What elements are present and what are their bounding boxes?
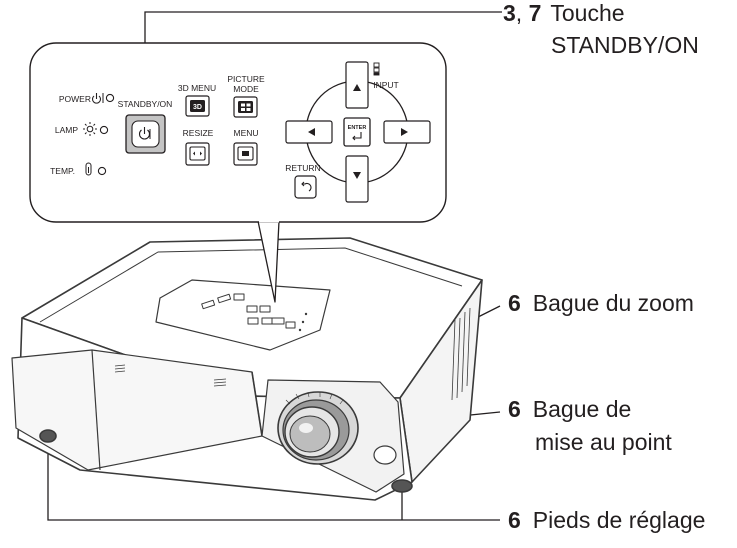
arrow-up-icon [353, 84, 361, 91]
return-icon [301, 181, 312, 192]
indicator-power: POWER [59, 93, 115, 104]
down-button[interactable] [345, 155, 369, 203]
power-led [105, 93, 115, 103]
indicator-lamp: LAMP [55, 122, 109, 136]
svg-text:LAMP: LAMP [55, 125, 78, 135]
svg-text:TEMP.: TEMP. [50, 166, 75, 176]
leader-feet [47, 440, 500, 521]
arrow-down-icon [353, 172, 361, 179]
projector-body [11, 237, 483, 501]
svg-text:ENTER: ENTER [348, 125, 367, 131]
menu-icon [242, 151, 249, 156]
power-icon [139, 127, 150, 140]
svg-text:3D: 3D [193, 104, 202, 111]
svg-text:RETURN: RETURN [285, 163, 320, 173]
svg-text:RESIZE: RESIZE [183, 128, 214, 138]
svg-text:PICTURE: PICTURE [227, 74, 265, 84]
temp-led [97, 166, 107, 176]
3d-menu-button[interactable]: 3D [185, 95, 210, 117]
lamp-icon [83, 122, 97, 136]
svg-text:POWER: POWER [59, 94, 91, 104]
menu-button[interactable] [233, 142, 258, 166]
svg-text:INPUT: INPUT [373, 80, 399, 90]
svg-text:3D MENU: 3D MENU [178, 83, 216, 93]
standby-on-button[interactable] [125, 114, 166, 154]
foot-right [391, 479, 413, 493]
lamp-led [99, 125, 109, 135]
input-icon [373, 62, 380, 76]
arrow-right-icon [401, 128, 408, 136]
up-button[interactable] [345, 61, 369, 109]
picture-mode-button[interactable] [233, 96, 258, 118]
enter-button[interactable]: ENTER [343, 117, 371, 147]
power-icon [91, 93, 102, 104]
arrow-left-icon [308, 128, 315, 136]
left-button[interactable] [285, 120, 333, 144]
svg-text:STANDBY/ON: STANDBY/ON [118, 99, 173, 109]
indicator-temp: TEMP. [50, 162, 107, 176]
right-button[interactable] [383, 120, 431, 144]
thermometer-icon [85, 162, 92, 176]
svg-text:MODE: MODE [233, 84, 259, 94]
foot-left [39, 429, 57, 443]
resize-icon [193, 151, 202, 156]
control-panel-inset: POWER LAMP TEMP. [29, 42, 447, 223]
resize-button[interactable] [185, 142, 210, 166]
picture-mode-icon [241, 103, 251, 111]
top-control-strip [155, 279, 331, 351]
callout-focus-line2: mise au point [535, 429, 672, 455]
callout-standby-line2: STANDBY/ON [551, 32, 699, 58]
svg-text:MENU: MENU [233, 128, 258, 138]
projector-lens [277, 391, 359, 465]
enter-icon [352, 132, 362, 141]
return-button[interactable] [294, 175, 317, 199]
